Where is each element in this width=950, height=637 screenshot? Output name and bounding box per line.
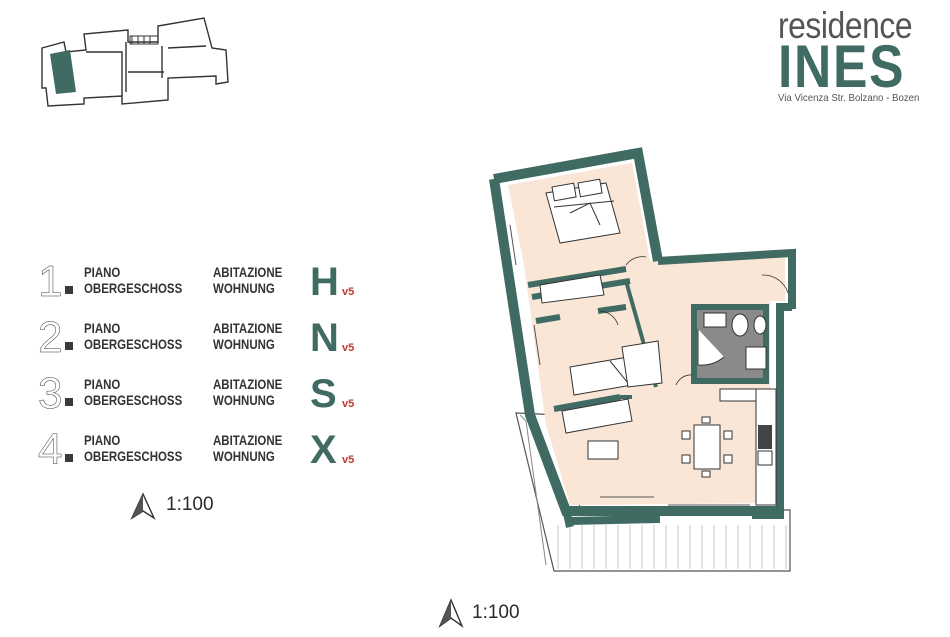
floor-type-it: ABITAZIONE	[213, 264, 283, 280]
unit-letter: S	[310, 372, 337, 416]
floor-type-it: ABITAZIONE	[213, 376, 283, 392]
residence-logo: residence INES Via Vicenza Str. Bolzano …	[778, 5, 928, 104]
unit-version: v5	[342, 454, 355, 466]
floor-row-4: 4 PIANO OBERGESCHOSS ABITAZIONE WOHNUNG …	[38, 425, 368, 474]
floor-type-de: WOHNUNG	[213, 448, 275, 464]
floor-dot	[65, 286, 73, 294]
floor-type-it: ABITAZIONE	[213, 320, 283, 336]
terrace	[515, 412, 791, 572]
kitchen	[719, 388, 777, 506]
floor-dot	[65, 342, 73, 350]
double-bed	[545, 178, 621, 244]
floor-label-de: OBERGESCHOSS	[84, 280, 183, 296]
logo-address: Via Vicenza Str. Bolzano - Bozen	[778, 92, 920, 104]
scale-label-bottom: 1:100	[472, 602, 520, 623]
scale-label-left: 1:100	[166, 494, 214, 515]
floor-row-2: 2 PIANO OBERGESCHOSS ABITAZIONE WOHNUNG …	[38, 313, 368, 362]
floor-label-de: OBERGESCHOSS	[84, 448, 183, 464]
unit-letter: X	[310, 428, 337, 472]
north-arrow-icon	[130, 492, 156, 520]
floor-type-de: WOHNUNG	[213, 280, 275, 296]
floor-number: 1	[38, 257, 63, 306]
keyplan-icon	[41, 17, 229, 107]
floor-number: 4	[38, 425, 63, 474]
floorplan-drawing	[489, 147, 796, 572]
floor-dot	[65, 454, 73, 462]
floor-label-it: PIANO	[84, 432, 121, 448]
floor-dot	[65, 398, 73, 406]
unit-version: v5	[342, 286, 355, 298]
unit-version: v5	[342, 398, 355, 410]
floor-label-de: OBERGESCHOSS	[84, 392, 183, 408]
floor-type-it: ABITAZIONE	[213, 432, 283, 448]
logo-line1: residence	[778, 5, 913, 46]
floor-number: 2	[38, 313, 63, 362]
floor-row-3: 3 PIANO OBERGESCHOSS ABITAZIONE WOHNUNG …	[38, 369, 368, 418]
floor-label-de: OBERGESCHOSS	[84, 336, 183, 352]
unit-letter: H	[310, 260, 339, 304]
floor-row-1: 1 PIANO OBERGESCHOSS ABITAZIONE WOHNUNG …	[38, 257, 368, 306]
floor-label-it: PIANO	[84, 264, 121, 280]
floor-type-de: WOHNUNG	[213, 336, 275, 352]
north-arrow-icon	[438, 598, 464, 629]
floor-number: 3	[38, 369, 63, 418]
unit-version: v5	[342, 342, 355, 354]
floor-type-de: WOHNUNG	[213, 392, 275, 408]
floor-label-it: PIANO	[84, 320, 121, 336]
dining-table	[681, 416, 733, 478]
logo-line2: INES	[778, 33, 906, 100]
floor-label-it: PIANO	[84, 376, 121, 392]
unit-letter: N	[310, 316, 339, 360]
